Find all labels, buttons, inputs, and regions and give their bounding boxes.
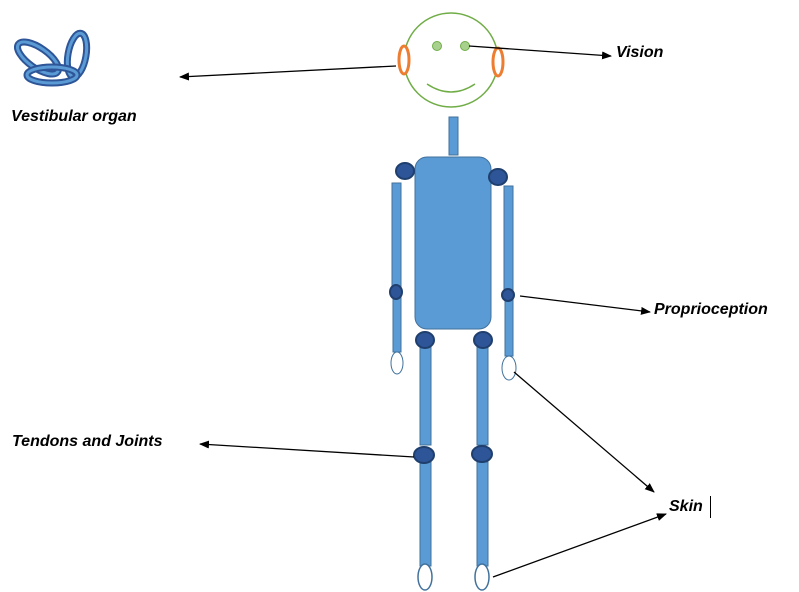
vestibular-arrow bbox=[180, 66, 396, 77]
left-shoulder-joint bbox=[396, 163, 414, 179]
left-arm bbox=[391, 183, 403, 374]
left-elbow-joint bbox=[390, 285, 402, 299]
left-knee-joint bbox=[414, 447, 434, 463]
right-ear bbox=[493, 48, 503, 76]
skin-arrow-hand bbox=[514, 372, 654, 492]
right-knee-joint bbox=[472, 446, 492, 462]
right-eye bbox=[461, 42, 470, 51]
right-leg bbox=[475, 345, 489, 590]
vestibular-organ-label: Vestibular organ bbox=[11, 107, 137, 127]
proprioception-label: Proprioception bbox=[654, 300, 768, 320]
torso bbox=[415, 157, 491, 329]
skin-arrow-foot bbox=[493, 514, 666, 577]
left-ear bbox=[399, 46, 409, 74]
vision-label: Vision bbox=[616, 43, 663, 63]
vestibular-organ-icon bbox=[13, 32, 90, 83]
right-arm bbox=[502, 186, 516, 380]
left-hand bbox=[391, 352, 403, 374]
right-hand bbox=[502, 356, 516, 380]
left-foot bbox=[418, 564, 432, 590]
left-leg bbox=[418, 345, 432, 590]
skin-label: Skin bbox=[669, 497, 703, 517]
right-hip-joint bbox=[474, 332, 492, 348]
left-eye bbox=[433, 42, 442, 51]
tendons-and-joints-label: Tendons and Joints bbox=[12, 432, 163, 452]
text-cursor bbox=[710, 496, 711, 518]
left-hip-joint bbox=[416, 332, 434, 348]
proprioception-arrow bbox=[520, 296, 650, 312]
right-foot bbox=[475, 564, 489, 590]
head bbox=[399, 13, 503, 107]
neck bbox=[449, 117, 458, 155]
tendons-arrow bbox=[200, 444, 414, 457]
head-circle bbox=[404, 13, 498, 107]
right-elbow-joint bbox=[502, 289, 514, 301]
right-shoulder-joint bbox=[489, 169, 507, 185]
